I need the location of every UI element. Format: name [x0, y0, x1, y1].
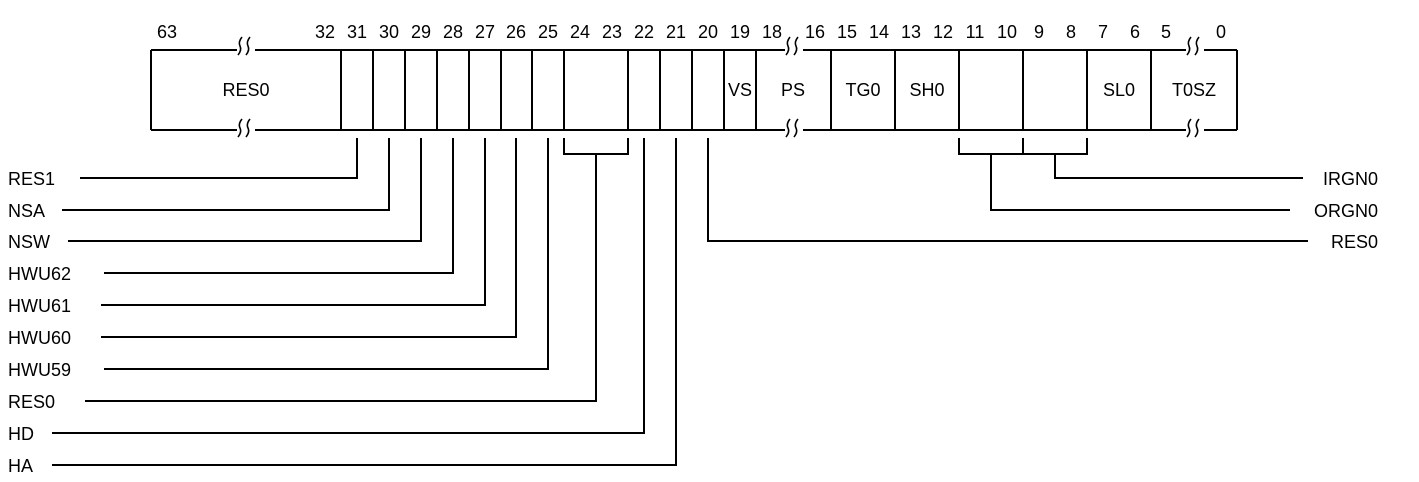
bit-number: 12: [933, 22, 953, 42]
bit-number: 28: [443, 22, 463, 42]
break-marks: [237, 36, 1200, 138]
bit-number: 30: [379, 22, 399, 42]
right-callouts: IRGN0 ORGN0 RES0: [1314, 169, 1378, 252]
callout-nsw: NSW: [8, 232, 50, 252]
bit-number: 18: [762, 22, 782, 42]
bit-number: 15: [837, 22, 857, 42]
bit-number: 14: [869, 22, 889, 42]
bit-number: 29: [411, 22, 431, 42]
callout-ha: HA: [8, 456, 33, 476]
callout-hwu59: HWU59: [8, 360, 71, 380]
field-ps: PS: [781, 80, 805, 100]
bit-number: 9: [1034, 22, 1044, 42]
bit-number: 0: [1216, 22, 1226, 42]
callout-hwu60: HWU60: [8, 328, 71, 348]
bit-number: 8: [1066, 22, 1076, 42]
register-box: [150, 49, 1238, 131]
field-labels: RES0 VS PS TG0 SH0 SL0 T0SZ: [222, 80, 1216, 100]
bit-number: 16: [805, 22, 825, 42]
bit-number: 32: [315, 22, 335, 42]
callout-nsa: NSA: [8, 201, 45, 221]
bit-number: 19: [730, 22, 750, 42]
field-sh0: SH0: [909, 80, 944, 100]
field-vs: VS: [728, 80, 752, 100]
bit-number: 24: [570, 22, 590, 42]
bit-number: 25: [538, 22, 558, 42]
callout-hd: HD: [8, 424, 34, 444]
bit-number: 63: [157, 22, 177, 42]
bit-number: 11: [966, 22, 985, 42]
bit-number: 6: [1130, 22, 1140, 42]
callout-res0-left: RES0: [8, 392, 55, 412]
bit-number: 10: [997, 22, 1017, 42]
bit-number: 27: [475, 22, 495, 42]
leader-lines: [52, 138, 1308, 466]
callout-irgn0: IRGN0: [1323, 169, 1378, 189]
field-sl0: SL0: [1103, 80, 1135, 100]
callout-res1: RES1: [8, 169, 55, 189]
field-res0-high: RES0: [222, 80, 269, 100]
left-callouts: RES1 NSA NSW HWU62 HWU61 HWU60 HWU59 RES…: [8, 169, 71, 476]
callout-res0-right: RES0: [1331, 232, 1378, 252]
field-tg0: TG0: [845, 80, 880, 100]
callout-hwu62: HWU62: [8, 264, 71, 284]
bit-number: 22: [634, 22, 654, 42]
bit-number: 13: [901, 22, 921, 42]
bit-number: 5: [1161, 22, 1171, 42]
bit-number: 26: [506, 22, 526, 42]
callout-orgn0: ORGN0: [1314, 201, 1378, 221]
bit-number: 31: [347, 22, 367, 42]
bit-number: 20: [698, 22, 718, 42]
bit-number: 7: [1098, 22, 1108, 42]
bit-numbers: 63 32 31 30 29 28 27 26 25 24 23 22 21 2…: [157, 22, 1226, 42]
callout-hwu61: HWU61: [8, 296, 71, 316]
bit-number: 21: [666, 22, 686, 42]
field-t0sz: T0SZ: [1172, 80, 1216, 100]
bit-number: 23: [602, 22, 622, 42]
